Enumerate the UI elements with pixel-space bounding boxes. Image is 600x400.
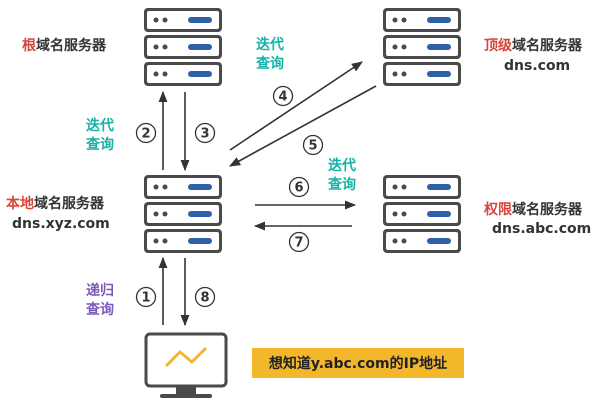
step-label: 6	[294, 181, 303, 196]
step-label: 7	[294, 236, 303, 251]
step-label: 3	[200, 127, 209, 142]
step-marker: 4	[272, 85, 294, 107]
local-highlight: 本地	[6, 196, 34, 212]
iterative-line1: 迭代	[86, 118, 114, 134]
tld-server-domain: dns.com	[504, 58, 571, 74]
arrow-4-icon	[229, 61, 363, 151]
recursive-line1: 递归	[86, 283, 114, 299]
step-marker: 6	[288, 176, 310, 198]
arrow-5-icon	[229, 85, 377, 167]
iterative-line1: 迭代	[256, 37, 284, 53]
local-server-icon	[144, 175, 222, 253]
root-highlight: 根	[22, 38, 36, 54]
local-server-domain: dns.xyz.com	[12, 216, 110, 232]
local-rest: 域名服务器	[34, 196, 104, 212]
step-label: 2	[141, 127, 150, 142]
tld-highlight: 顶级	[484, 38, 512, 54]
step-marker: 8	[194, 286, 216, 308]
auth-server-domain: dns.abc.com	[492, 221, 592, 237]
step-label: 8	[200, 291, 209, 306]
step-marker: 3	[194, 122, 216, 144]
step-label: 4	[278, 90, 287, 105]
step-marker: 7	[288, 231, 310, 253]
auth-highlight: 权限	[484, 202, 512, 218]
local-server-label: 本地域名服务器	[6, 195, 104, 213]
auth-rest: 域名服务器	[512, 202, 582, 218]
tld-rest: 域名服务器	[512, 38, 582, 54]
iterative-line2: 查询	[328, 177, 356, 193]
iterative-query-label-right: 迭代 查询	[328, 157, 356, 195]
tld-server-icon	[383, 8, 461, 86]
tld-server-label: 顶级域名服务器	[484, 37, 582, 55]
root-rest: 域名服务器	[36, 38, 106, 54]
root-server-label: 根域名服务器	[22, 37, 106, 55]
step-marker: 2	[135, 122, 157, 144]
auth-server-label: 权限域名服务器	[484, 201, 582, 219]
recursive-query-label: 递归 查询	[86, 282, 114, 320]
iterative-line2: 查询	[256, 56, 284, 72]
root-server-icon	[144, 8, 222, 86]
step-label: 5	[308, 139, 317, 154]
client-query-note: 想知道y.abc.com的IP地址	[252, 348, 464, 378]
auth-server-icon	[383, 175, 461, 253]
recursive-line2: 查询	[86, 302, 114, 318]
iterative-line1: 迭代	[328, 158, 356, 174]
iterative-query-label-left: 迭代 查询	[86, 117, 114, 155]
step-label: 1	[141, 291, 150, 306]
monitor-icon	[144, 332, 228, 398]
iterative-query-label-top: 迭代 查询	[256, 36, 284, 74]
step-marker: 5	[302, 134, 324, 156]
iterative-line2: 查询	[86, 137, 114, 153]
step-marker: 1	[135, 286, 157, 308]
